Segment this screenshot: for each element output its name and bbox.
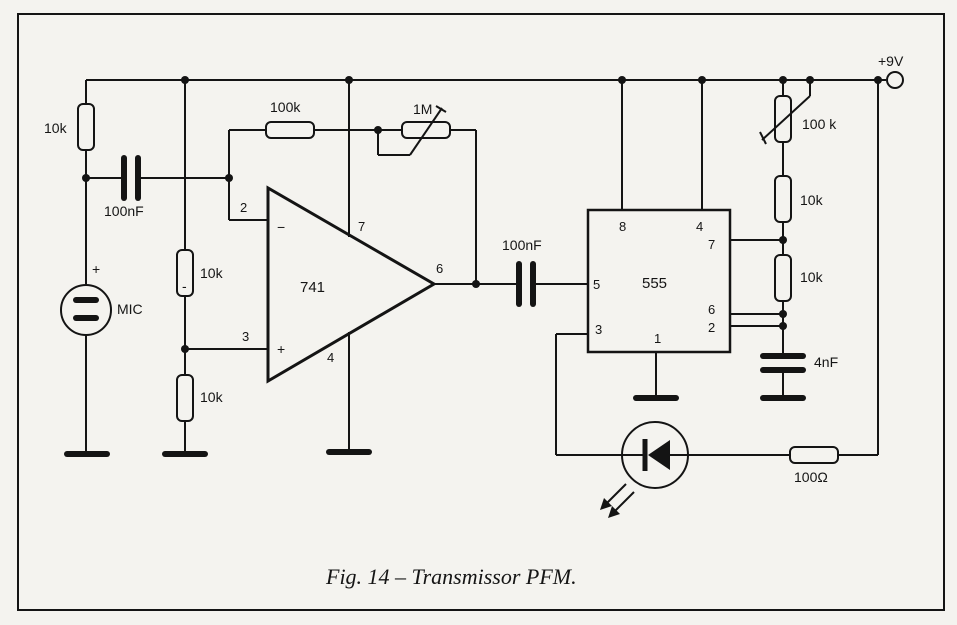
timer-pin-5: 5 (593, 277, 600, 292)
opamp-pin-2: 2 (240, 200, 247, 215)
potentiometer-timing-arrow (759, 131, 767, 145)
resistor-divider-top-polarity: - (182, 278, 187, 294)
resistor-led-label: 100Ω (794, 469, 828, 485)
figure-border (17, 13, 945, 611)
potentiometer-timing-arrow (761, 95, 811, 141)
resistor-mic-bias (77, 103, 95, 151)
opamp-noninverting-symbol: + (277, 341, 285, 357)
opamp-pin-4: 4 (327, 350, 334, 365)
led-triangle (648, 440, 670, 470)
timer-555 (586, 208, 732, 354)
timer-pin-8: 8 (619, 219, 626, 234)
junction-dot (472, 280, 480, 288)
resistor-divider-bottom-label: 10k (200, 389, 224, 405)
resistor-led (789, 446, 839, 464)
opamp-pin-6: 6 (436, 261, 443, 276)
resistor-divider-top-label: 10k (200, 265, 224, 281)
potentiometer-timing-label: 100 k (802, 116, 837, 132)
supply-label: +9V (878, 53, 904, 69)
light-arrow-head (600, 498, 612, 510)
potentiometer-timing (774, 95, 792, 143)
resistor-timing-a (774, 175, 792, 223)
timer-pin-2: 2 (708, 320, 715, 335)
microphone-label: MIC (117, 301, 143, 317)
light-arrow-icon (613, 491, 635, 513)
resistor-timing-b (774, 254, 792, 302)
timer-pin-3: 3 (595, 322, 602, 337)
timer-pin-6: 6 (708, 302, 715, 317)
timer-pin-1: 1 (654, 331, 661, 346)
microphone-polarity: + (92, 261, 100, 277)
opamp-inverting-symbol: − (277, 219, 285, 235)
capacitor-timing-label: 4nF (814, 354, 838, 370)
capacitor-input-label: 100nF (104, 203, 144, 219)
opamp-741 (266, 185, 437, 384)
capacitor-coupling-label: 100nF (502, 237, 542, 253)
potentiometer-feedback-arrow (435, 105, 447, 113)
potentiometer-feedback-label: 1M (413, 101, 432, 117)
resistor-timing-b-label: 10k (800, 269, 824, 285)
timer-pin-7: 7 (708, 237, 715, 252)
light-arrow-head (608, 506, 620, 518)
resistor-divider-bottom (176, 374, 194, 422)
potentiometer-feedback-arrow (409, 107, 443, 156)
resistor-timing-a-label: 10k (800, 192, 824, 208)
opamp-pin-7: 7 (358, 219, 365, 234)
timer-pin-4: 4 (696, 219, 703, 234)
opamp-pin-3: 3 (242, 329, 249, 344)
resistor-mic-bias-label: 10k (44, 120, 68, 136)
timer-label: 555 (642, 275, 667, 292)
resistor-feedback (265, 121, 315, 139)
supply-terminal (886, 71, 904, 89)
light-arrow-icon (605, 483, 627, 505)
opamp-label: 741 (300, 279, 325, 296)
resistor-feedback-label: 100k (270, 99, 301, 115)
figure-caption: Fig. 14 – Transmissor PFM. (325, 564, 577, 589)
microphone-icon (60, 284, 112, 336)
